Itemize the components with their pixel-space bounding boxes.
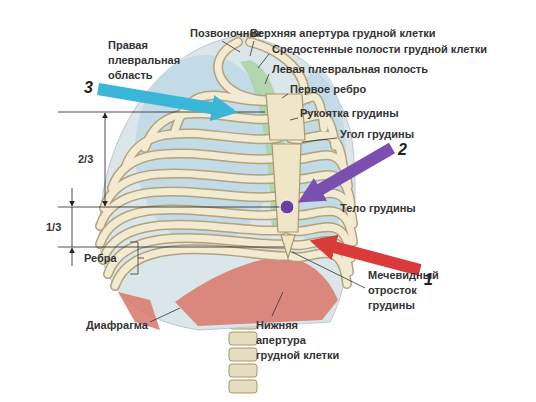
rib — [115, 249, 286, 286]
part-label: Первое ребро — [290, 82, 366, 97]
leader-line — [222, 41, 240, 52]
part-label: Нижняя апертура грудной клетки — [256, 318, 344, 363]
manubrium — [266, 94, 305, 140]
thorax-cavity — [100, 36, 355, 330]
rib — [218, 42, 268, 100]
rib — [218, 42, 268, 100]
part-label: Мечевидный отросток грудины — [368, 268, 446, 313]
part-label: Левая плевральная полость — [272, 62, 428, 77]
callout-number: 3 — [84, 80, 93, 96]
pointer-arrow — [316, 148, 392, 192]
sternal-angle-dot — [280, 200, 294, 214]
dimension-label: 2/3 — [78, 152, 93, 167]
pointer-arrow — [330, 246, 420, 270]
part-label: Рукоятка грудины — [300, 106, 399, 121]
dimension-lines — [58, 112, 284, 266]
vertebra — [229, 380, 257, 393]
rib — [112, 153, 278, 188]
leader-line — [250, 41, 254, 56]
sternum — [266, 94, 305, 258]
dimension-line — [58, 247, 284, 248]
leader-line — [302, 138, 337, 142]
part-label: Тело грудины — [340, 201, 416, 216]
leader-line — [258, 54, 269, 68]
rib — [145, 113, 278, 148]
part-label: Угол грудины — [340, 127, 414, 142]
leader-line — [290, 118, 298, 120]
dimension-arrow — [72, 248, 73, 266]
rib — [290, 253, 347, 284]
rib-bracket — [130, 242, 144, 274]
dimension-arrow — [72, 188, 73, 206]
rib — [115, 249, 286, 286]
leader-line — [150, 308, 180, 322]
dimension-line — [58, 112, 265, 113]
part-label: Диафрагма — [86, 318, 148, 333]
callout-number: 1 — [424, 272, 433, 288]
dimension-arrow — [105, 113, 106, 206]
rib — [125, 133, 278, 168]
leader-line — [282, 94, 288, 98]
part-label: Правая плевральная область — [108, 38, 188, 83]
leader-line — [265, 74, 269, 84]
part-label: Верхняя апертура грудной клетки — [250, 26, 436, 41]
xiphoid — [281, 235, 295, 258]
vertebra — [229, 332, 257, 345]
rib — [290, 253, 347, 284]
part-label: Ребра — [84, 251, 117, 266]
vertebra — [229, 364, 257, 377]
leader-line — [272, 292, 283, 316]
sternum-body — [272, 144, 301, 232]
dimension-line — [58, 207, 280, 208]
dimension-line — [72, 207, 73, 247]
pointer-arrow — [98, 89, 217, 109]
vertebra — [229, 348, 257, 361]
diaphragm — [175, 256, 338, 326]
dimension-label: 1/3 — [46, 220, 61, 235]
callout-number: 2 — [398, 142, 407, 158]
part-label: Средостенные полости грудной клетки — [272, 42, 487, 57]
